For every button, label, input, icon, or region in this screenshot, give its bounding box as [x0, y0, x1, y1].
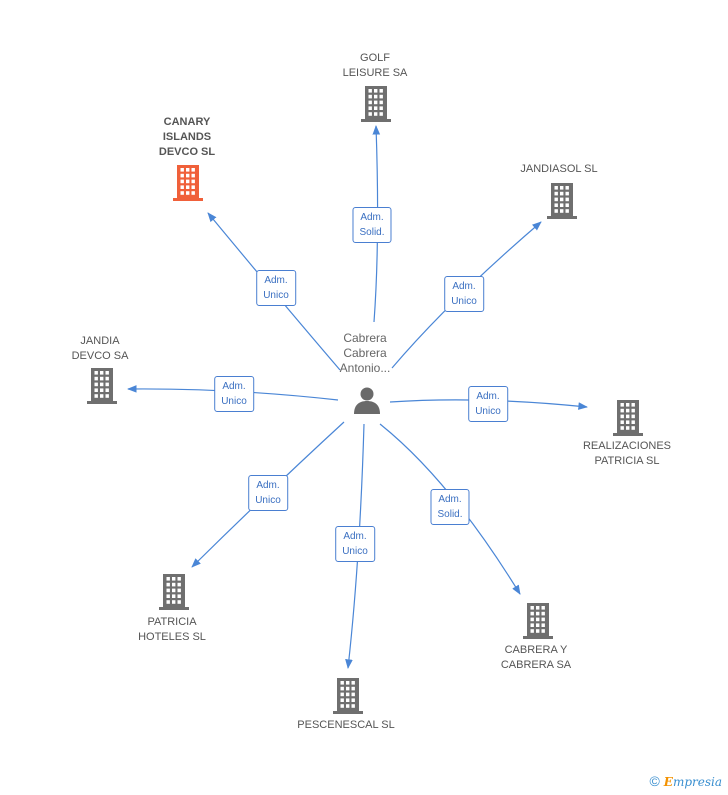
brand-logo-text: mpresia — [672, 775, 722, 789]
relation-badge-jandia: Adm. Unico — [214, 376, 254, 412]
building-icon[interactable] — [173, 165, 203, 206]
building-icon[interactable] — [87, 368, 117, 409]
person-icon[interactable] — [352, 385, 382, 420]
footer-brand: ©Empresia — [649, 773, 722, 789]
company-label-pescenescal[interactable]: PESCENESCAL SL — [297, 719, 395, 731]
relation-badge-canary: Adm. Unico — [256, 270, 296, 306]
brand-logo-initial: E — [663, 775, 673, 789]
company-label-realizaciones[interactable]: REALIZACIONES PATRICIA SL — [582, 440, 672, 467]
relation-badge-pescenescal: Adm. Unico — [335, 526, 375, 562]
relation-badge-jandiasol: Adm. Unico — [444, 276, 484, 312]
relation-badge-patricia: Adm. Unico — [248, 475, 288, 511]
relation-badge-realizaciones: Adm. Unico — [468, 386, 508, 422]
company-label-canary[interactable]: CANARY ISLANDS DEVCO SL — [158, 116, 216, 158]
relation-badge-cabrera: Adm. Solid. — [430, 489, 470, 525]
building-icon[interactable] — [613, 400, 643, 441]
company-label-jandia[interactable]: JANDIA DEVCO SA — [71, 335, 129, 362]
center-person-label: Cabrera Cabrera Antonio... — [339, 331, 391, 375]
copyright-symbol: © — [649, 773, 660, 789]
company-label-patricia[interactable]: PATRICIA HOTELES SL — [138, 616, 206, 643]
building-icon[interactable] — [547, 183, 577, 224]
company-label-jandiasol[interactable]: JANDIASOL SL — [520, 163, 598, 175]
building-icon[interactable] — [333, 678, 363, 719]
building-icon[interactable] — [159, 574, 189, 615]
building-icon[interactable] — [361, 86, 391, 127]
relation-badge-golf: Adm. Solid. — [352, 207, 392, 243]
building-icon[interactable] — [523, 603, 553, 644]
company-label-golf[interactable]: GOLF LEISURE SA — [342, 52, 408, 79]
company-label-cabrera[interactable]: CABRERA Y CABRERA SA — [500, 644, 572, 671]
